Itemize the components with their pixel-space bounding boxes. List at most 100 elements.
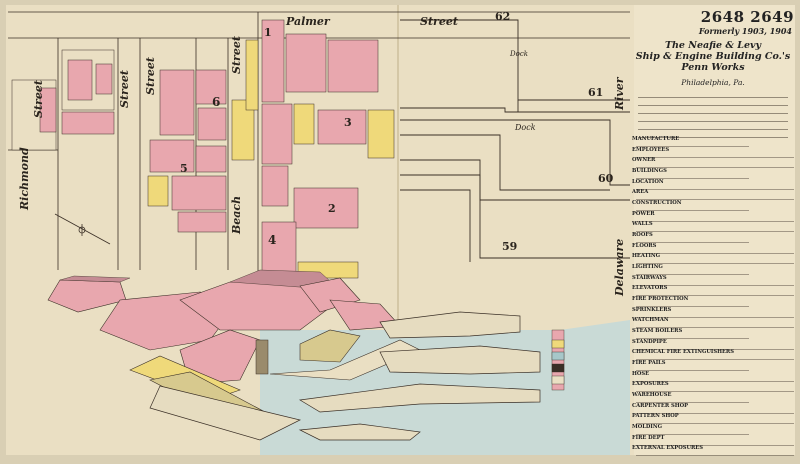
index-section: LIGHTING — [632, 264, 794, 275]
num-6: 6 — [212, 95, 220, 109]
report-header-lines — [638, 92, 788, 140]
index-section-rule — [636, 431, 750, 435]
index-section: POWER — [632, 211, 794, 222]
index-section-heading: OWNER — [632, 157, 656, 164]
index-section-rule — [636, 399, 750, 403]
label-richmond-suffix: Street — [32, 80, 45, 118]
index-section-rule — [636, 420, 794, 425]
num-2: 2 — [328, 202, 336, 215]
company-line-3: Penn Works — [681, 62, 745, 73]
title-block: 2648 2649 Formerly 1903, 1904 The Neafie… — [632, 8, 794, 457]
index-section-rule — [636, 260, 794, 265]
index-section-heading: AREA — [632, 189, 649, 196]
index-section-heading: STANDPIPE — [632, 338, 667, 345]
label-beach-suffix: Street — [230, 36, 243, 74]
index-section: LOCATION — [632, 179, 794, 190]
index-section-rule — [636, 324, 794, 329]
index-section: ROOFS — [632, 232, 794, 243]
index-section: OWNER — [632, 157, 794, 169]
index-section-rule — [636, 335, 750, 339]
index-section-heading: POWER — [632, 210, 655, 217]
num-60: 60 — [598, 172, 614, 185]
index-section-rule — [636, 164, 794, 169]
paper-index — [634, 5, 795, 455]
index-section: BUILDINGS — [632, 168, 794, 179]
north-arrow — [54, 213, 111, 245]
index-section: FLOORS — [632, 243, 794, 254]
num-59: 59 — [502, 240, 517, 253]
block-central — [245, 19, 395, 279]
index-section-rule — [636, 314, 794, 318]
company-line-1: The Neafie & Levy — [664, 40, 762, 51]
index-section-rule — [636, 367, 750, 371]
label-delaware: Delaware — [613, 239, 626, 297]
company-line-2: Ship & Engine Building Co.'s — [635, 51, 791, 62]
index-section-rule — [636, 186, 794, 190]
index-section-rule — [636, 346, 794, 350]
company-name: The Neafie & Levy Ship & Engine Building… — [632, 40, 794, 73]
index-section: FIRE PROTECTION — [632, 296, 794, 307]
index-section-rule — [636, 175, 750, 179]
index-section-rule — [636, 239, 750, 243]
index-section-rule — [636, 271, 750, 275]
label-beach: Beach — [230, 196, 243, 235]
index-section-rule — [636, 154, 794, 158]
label-dock: Dock — [514, 123, 536, 132]
index-section-rule — [636, 282, 794, 286]
index-section-heading: MOLDING — [632, 424, 663, 430]
index-section-rule — [636, 378, 794, 382]
index-section: WATCHMAN — [632, 317, 794, 329]
num-4: 4 — [268, 233, 276, 247]
num-5: 5 — [180, 162, 188, 175]
index-section-heading: EXPOSURES — [632, 381, 669, 388]
label-street-west: Street — [118, 70, 131, 108]
block-6 — [147, 69, 255, 233]
label-palmer: Palmer — [285, 15, 331, 28]
index-section-heading: CARPENTER SHOP — [632, 402, 689, 409]
index-section-rule — [636, 218, 794, 222]
index-section-rule — [636, 196, 794, 201]
index-section: WALLS — [632, 221, 794, 233]
index-section-heading: SPRINKLERS — [632, 306, 672, 313]
index-section-heading: EXTERNAL EXPOSURES — [632, 445, 704, 452]
num-61: 61 — [588, 86, 603, 99]
index-section: AREA — [632, 189, 794, 201]
index-section-heading: LIGHTING — [632, 264, 663, 270]
index-section: CARPENTER SHOP — [632, 403, 794, 414]
index-section: STANDPIPE — [632, 339, 794, 350]
num-1: 1 — [264, 26, 272, 39]
legend-box — [551, 329, 565, 391]
index-section-heading: WATCHMAN — [632, 317, 669, 324]
index-section: SPRINKLERS — [632, 307, 794, 318]
index-section-rule — [636, 303, 750, 307]
index-section-heading: LOCATION — [632, 178, 664, 185]
index-section-heading: MANUFACTURE — [632, 136, 680, 142]
index-section-heading: WALLS — [632, 221, 653, 228]
index-section-rule — [636, 410, 794, 414]
sheet-number: 2648 2649 — [700, 8, 794, 26]
index-section-heading: ELEVATORS — [632, 285, 668, 292]
sheet-numbers: 62 61 60 59 6 5 4 3 2 1 — [180, 10, 614, 253]
block-west — [11, 49, 115, 151]
index-section: FIRE PAILS — [632, 360, 794, 371]
index-section-heading: ROOFS — [632, 232, 653, 238]
index-section: ELEVATORS — [632, 285, 794, 297]
formerly-label: Formerly 1903, 1904 — [698, 26, 792, 36]
index-section-heading: FIRE PROTECTION — [632, 296, 689, 302]
index-section-heading: FIRE PAILS — [632, 360, 666, 366]
index-section: STAIRWAYS — [632, 275, 794, 286]
num-62: 62 — [495, 10, 510, 23]
index-section-heading: STEAM BOILERS — [632, 328, 683, 334]
index-section-heading: FIRE DEPT — [632, 434, 665, 441]
label-street-mid: Street — [144, 57, 157, 95]
index-section-heading: CONSTRUCTION — [632, 200, 682, 206]
index-section-rule — [636, 452, 794, 457]
index-section: HEATING — [632, 253, 794, 265]
index-section: CONSTRUCTION — [632, 200, 794, 211]
water-labels: Dock Dock — [509, 50, 536, 132]
index-section-heading: EMPLOYEES — [632, 146, 670, 153]
num-3: 3 — [344, 116, 352, 129]
index-section-rule — [636, 388, 794, 393]
index-section: STEAM BOILERS — [632, 328, 794, 339]
